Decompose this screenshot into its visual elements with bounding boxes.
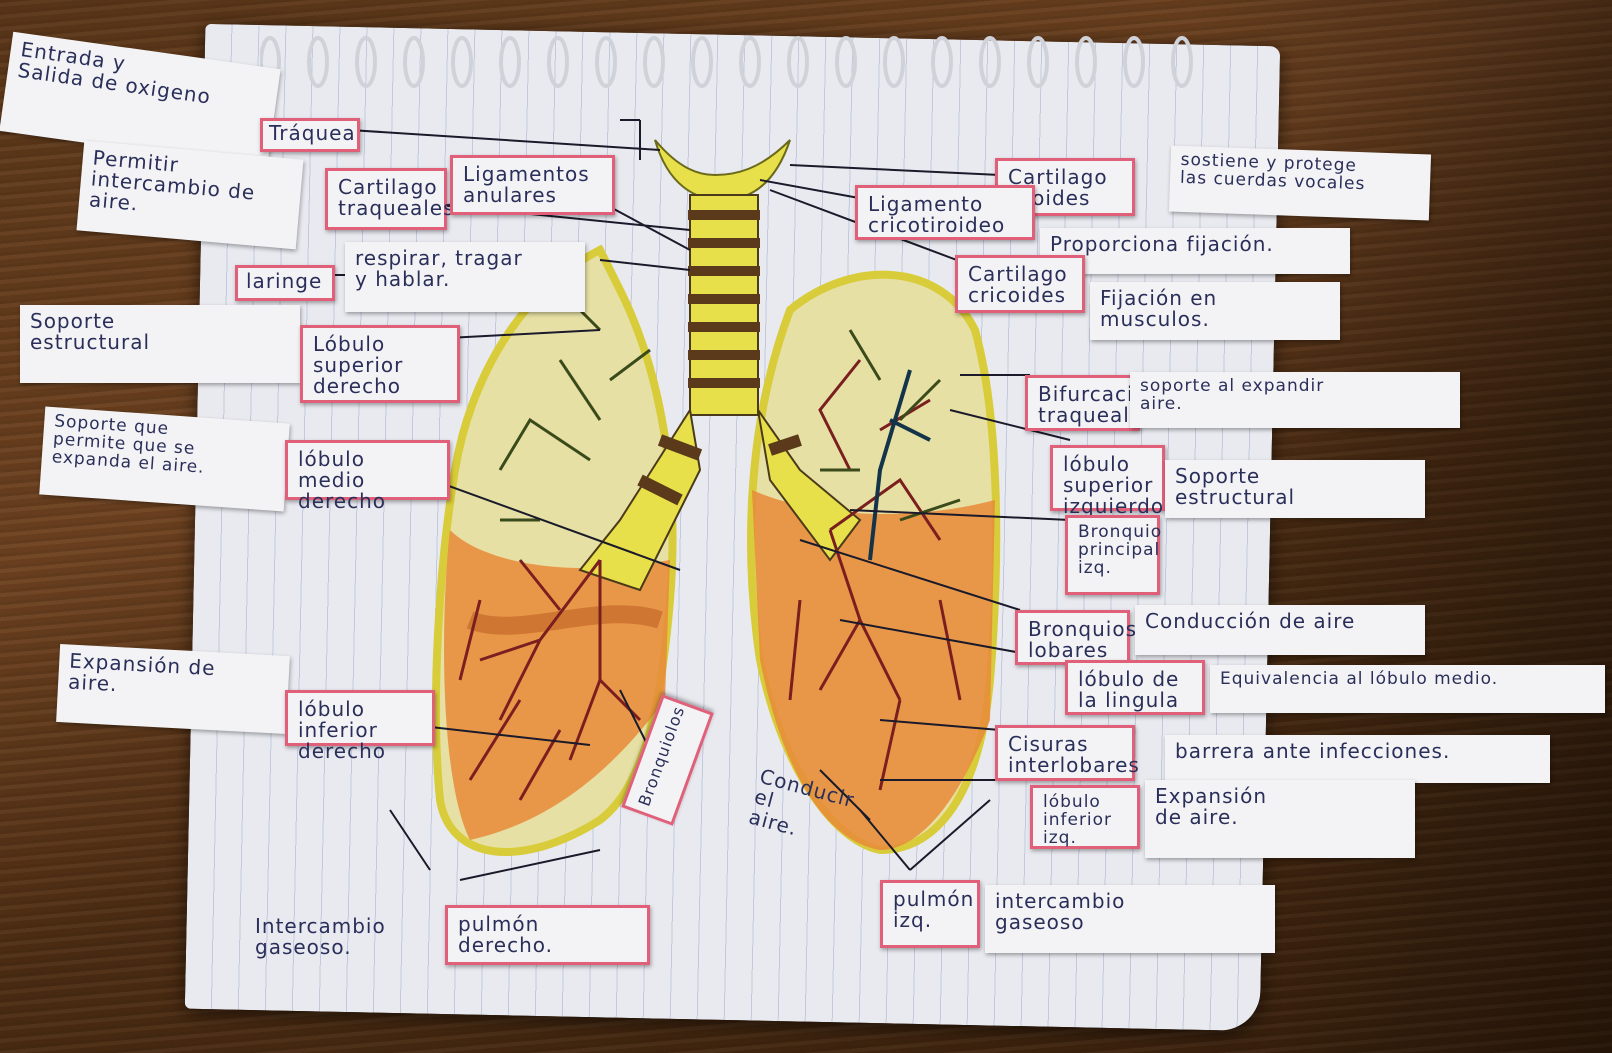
label-lobulo-inferior-derecho: lóbulo inferior derecho <box>285 690 435 746</box>
label-expansion-2: Expansión de aire. <box>1145 780 1415 858</box>
label-fijacion-musculos: Fijación en musculos. <box>1090 282 1340 340</box>
label-bronquios-lobares: Bronquios lobares <box>1015 610 1130 665</box>
label-soporte-estructural-2: Soporte estructural <box>1165 460 1425 518</box>
label-conducir-aire-1: Conducción de aire <box>1135 605 1425 655</box>
label-lobulo-inferior-izq: lóbulo inferior izq. <box>1030 785 1140 849</box>
label-laringe: laringe <box>235 265 335 301</box>
label-sostiene: sostiene y protege las cuerdas vocales <box>1169 145 1431 220</box>
label-ligamento-cricotiroideo: Ligamento cricotiroideo <box>855 185 1035 240</box>
label-intercambio-1: Intercambio gaseoso. <box>245 910 440 972</box>
label-intercambio-2: intercambio gaseoso <box>985 885 1275 953</box>
label-bronquio-principal: Bronquio principal izq. <box>1065 515 1160 595</box>
label-pulmon-derecho: pulmón derecho. <box>445 905 650 965</box>
label-traquea: Tráquea <box>260 118 360 152</box>
label-cartilago-traqueales: Cartilago traqueales <box>325 168 447 230</box>
thyroid-cartilage <box>655 140 790 200</box>
label-expansion-1: Expansión de aire. <box>56 644 290 734</box>
label-lobulo-superior-derecho: Lóbulo superior derecho <box>300 325 460 403</box>
label-soporte-que: Soporte que permite que se expanda el ai… <box>39 407 290 512</box>
label-soporte-estructural-1: Soporte estructural <box>20 305 300 383</box>
label-barrera: barrera ante infecciones. <box>1165 735 1550 783</box>
label-cisuras: Cisuras interlobares <box>995 725 1135 781</box>
label-equivalencia: Equivalencia al lóbulo medio. <box>1210 665 1605 713</box>
label-respirar: respirar, tragar y hablar. <box>345 242 585 312</box>
label-proporciona: Proporciona fijación. <box>1040 228 1350 274</box>
label-ligamentos-anulares: Ligamentos anulares <box>450 155 615 215</box>
label-soporte-expandir: soporte al expandir aire. <box>1130 372 1460 428</box>
label-permitir: Permitir intercambio de aire. <box>76 141 303 250</box>
label-lobulo-superior-izq: lóbulo superior izquierdo. <box>1050 445 1165 511</box>
label-bifurcacion: Bifurcación traqueal <box>1025 375 1140 431</box>
label-lobulo-lingula: lóbulo de la lingula <box>1065 660 1205 715</box>
label-lobulo-medio: lóbulo medio derecho <box>285 440 450 500</box>
label-pulmon-izq: pulmón izq. <box>880 880 980 948</box>
label-cartilago-cricoides: Cartilago cricoides <box>955 255 1085 313</box>
